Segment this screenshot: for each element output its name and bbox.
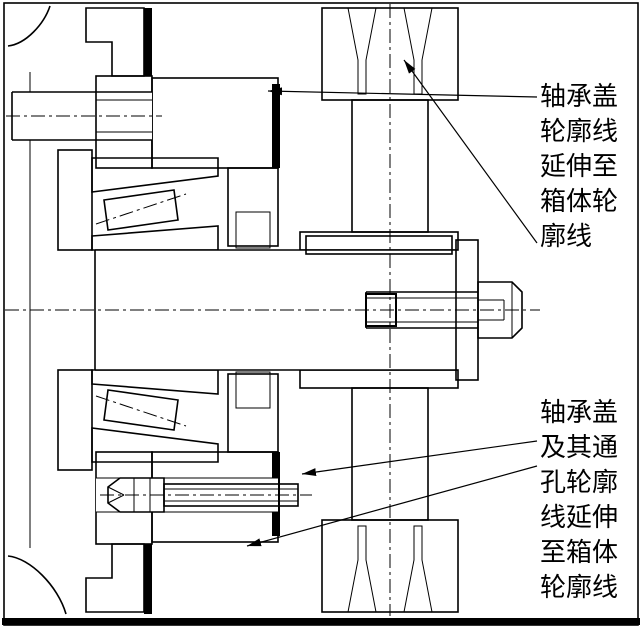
cap-seal-arm-upper bbox=[227, 167, 279, 247]
annotation-line: 及其通 bbox=[540, 433, 619, 463]
housing-cast-curve-top bbox=[7, 5, 51, 47]
hole-outline bbox=[11, 91, 152, 141]
housing-bearing-boss-upper bbox=[57, 149, 93, 251]
annotation-top: 轴承盖 轮廓线 延伸至 箱体轮 廓线 bbox=[540, 80, 618, 255]
screw-head-bottom-detail bbox=[107, 478, 151, 512]
annotation-bottom: 轴承盖 及其通 孔轮廓 线延伸 至箱体 轮廓线 bbox=[540, 396, 618, 606]
leader-lines bbox=[246, 59, 538, 547]
leader-top-1 bbox=[267, 87, 538, 98]
annotation-line: 至箱体 bbox=[540, 538, 619, 568]
v-groove-bottom-right bbox=[403, 525, 433, 613]
annotation-line: 轴承盖 bbox=[540, 398, 619, 428]
shaft-outline bbox=[94, 249, 456, 371]
leader-bottom-1 bbox=[301, 440, 538, 477]
roller-centerline-upper bbox=[95, 193, 187, 225]
screw-thread bbox=[164, 488, 298, 502]
annotation-line: 廓线 bbox=[540, 222, 593, 252]
felt-seal-lower bbox=[235, 371, 271, 409]
annotation-line: 线延伸 bbox=[540, 503, 619, 533]
annotation-line: 延伸至 bbox=[540, 152, 619, 182]
centerlines bbox=[5, 4, 540, 616]
housing-bearing-boss-lower bbox=[57, 369, 93, 471]
screw-thread-lines bbox=[366, 297, 478, 323]
key bbox=[305, 235, 453, 255]
roller-centerline-lower bbox=[95, 395, 187, 427]
felt-seal-upper bbox=[235, 211, 271, 249]
outer-race-upper bbox=[91, 157, 219, 193]
bottom-border-bar bbox=[2, 618, 640, 625]
annotation-line: 轴承盖 bbox=[540, 82, 619, 112]
housing-joint-line-top bbox=[144, 8, 152, 76]
annotation-line: 孔轮廓 bbox=[540, 468, 619, 498]
hole-counterbore-lines bbox=[96, 99, 152, 133]
shaft bbox=[94, 235, 456, 371]
cap-seal-arm-lower bbox=[227, 373, 279, 453]
annotation-line: 轮廓线 bbox=[540, 573, 619, 603]
housing-joint-line-bottom bbox=[144, 544, 152, 614]
v-groove-top-left bbox=[347, 7, 377, 95]
housing-cast-curve-bottom bbox=[7, 555, 67, 615]
annotation-line: 箱体轮 bbox=[540, 187, 619, 217]
leader-top-2 bbox=[403, 59, 538, 244]
cap-contour-line-top bbox=[272, 84, 280, 168]
outer-race-lower bbox=[91, 427, 219, 463]
v-groove-bottom-left bbox=[347, 525, 377, 613]
leader-bottom-2 bbox=[246, 465, 538, 547]
annotation-line: 轮廓线 bbox=[540, 117, 619, 147]
